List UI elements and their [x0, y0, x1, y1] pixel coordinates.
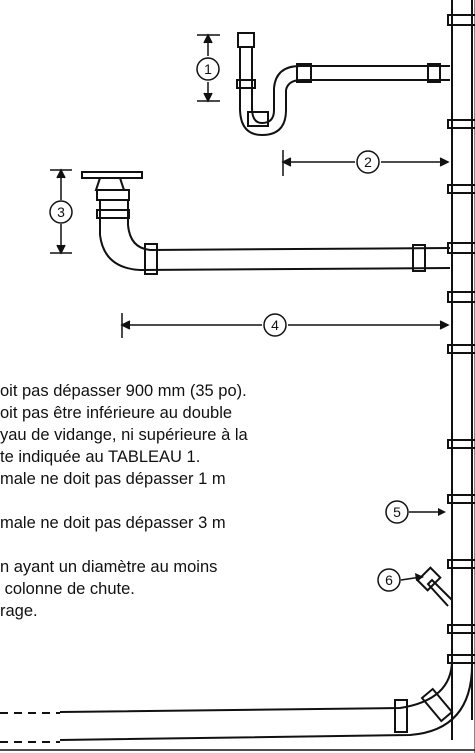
callout-2: 2 — [356, 150, 380, 174]
note-line: n ayant un diamètre au moins — [0, 558, 218, 576]
vertical-stack — [447, 0, 475, 753]
p-trap-assembly — [236, 32, 450, 137]
callout-3: 3 — [49, 200, 73, 224]
note-line: oit pas être inférieure au double — [0, 404, 233, 422]
callout-5: 5 — [385, 500, 446, 524]
note-line: male ne doit pas dépasser 1 m — [0, 470, 226, 488]
svg-text:2: 2 — [364, 154, 372, 170]
note-line: colonne de chute. — [0, 580, 135, 598]
dimension-3 — [50, 168, 72, 255]
note-line: te indiquée au TABLEAU 1. — [0, 448, 201, 466]
svg-text:1: 1 — [204, 61, 212, 77]
svg-text:6: 6 — [385, 572, 393, 588]
dimension-4 — [120, 313, 450, 338]
dimension-2 — [281, 150, 450, 176]
note-line: male ne doit pas dépasser 3 m — [0, 514, 226, 532]
callout-6: 6 — [377, 568, 424, 592]
floor-drain-assembly — [81, 171, 451, 275]
svg-text:3: 3 — [57, 204, 65, 220]
cleanout-fitting — [416, 566, 453, 607]
callout-4: 4 — [263, 313, 287, 337]
svg-text:5: 5 — [393, 504, 401, 520]
note-line: oit pas dépasser 900 mm (35 po). — [0, 382, 247, 400]
note-line: rage. — [0, 602, 38, 620]
callout-1: 1 — [196, 57, 220, 81]
note-line: yau de vidange, ni supérieure à la — [0, 426, 248, 444]
building-drain — [0, 659, 475, 751]
notes-text: oit pas dépasser 900 mm (35 po). oit pas… — [0, 380, 420, 622]
note-line — [0, 490, 420, 512]
svg-text:4: 4 — [271, 317, 279, 333]
note-line — [0, 534, 420, 556]
dimension-1 — [197, 33, 220, 103]
